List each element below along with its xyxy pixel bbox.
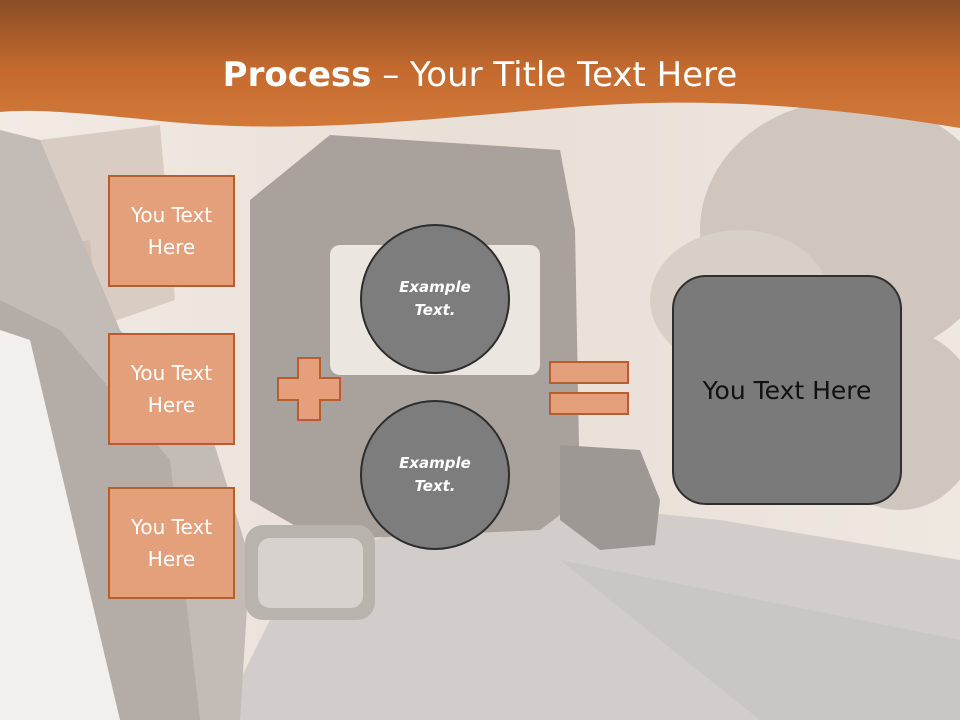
text-box-label: You Text Here [130,515,213,571]
text-box-label: You Text Here [130,361,213,417]
circle-label: Example Text. [399,454,471,495]
result-label: You Text Here [702,375,872,405]
text-box-label: You Text Here [130,203,213,259]
result-box[interactable]: You Text Here [672,275,902,505]
plus-icon [277,357,341,421]
text-box-2[interactable]: You Text Here [108,333,235,445]
text-box-3[interactable]: You Text Here [108,487,235,599]
circle-label: Example Text. [399,278,471,319]
slide-title: Process – Your Title Text Here [0,52,960,98]
example-circle-2[interactable]: Example Text. [360,400,510,550]
title-dash: – [382,55,400,95]
title-text: Your Title Text Here [410,55,738,95]
title-bold: Process [222,55,372,95]
equals-icon [549,361,629,415]
text-box-1[interactable]: You Text Here [108,175,235,287]
example-circle-1[interactable]: Example Text. [360,224,510,374]
